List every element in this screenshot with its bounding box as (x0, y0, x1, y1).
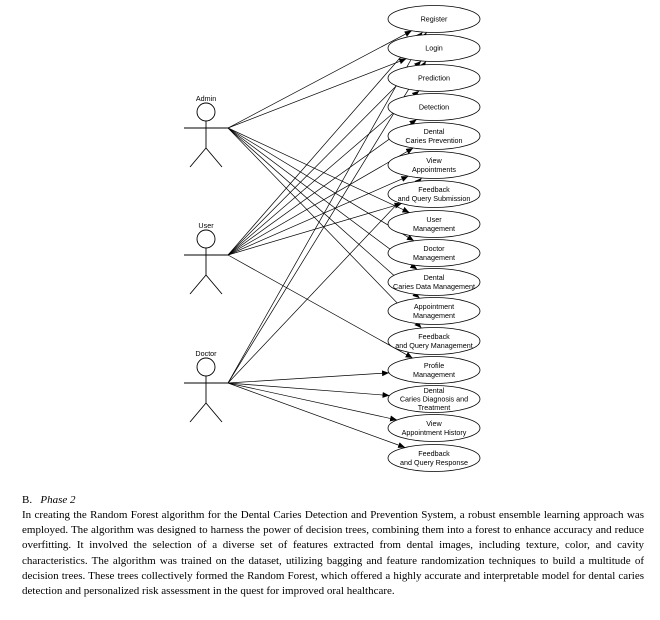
association-admin-login (227, 58, 407, 129)
association-user-register (227, 31, 423, 256)
association-admin-user-management (227, 127, 410, 213)
association-user-view-appointments (227, 175, 409, 256)
actor-user: User (184, 221, 228, 295)
association-user-detection (227, 119, 417, 256)
use-case-prediction: Prediction (387, 64, 481, 92)
association-doctor-register (227, 32, 427, 384)
use-case-label: and Query Submission (398, 194, 471, 203)
association-admin-doctor-management (227, 127, 415, 242)
use-cases: RegisterLoginPredictionDetectionDentalCa… (387, 5, 481, 472)
use-case-label: Caries Data Management (393, 282, 475, 291)
use-case-label: Caries Prevention (405, 136, 462, 145)
use-case-label: Register (421, 15, 448, 24)
use-case-label: Feedback (418, 332, 450, 341)
use-case-label: Feedback (418, 449, 450, 458)
section-title: Phase 2 (40, 494, 76, 506)
use-case-label: Management (413, 253, 455, 262)
association-doctor-feedback-and-query-response (227, 382, 406, 448)
use-case-label: Caries Diagnosis and (400, 395, 468, 404)
use-case-label: Management (413, 224, 455, 233)
use-case-label: Profile (424, 361, 444, 370)
association-user-dental-caries-prevention (227, 147, 414, 256)
actor-doctor: Doctor (184, 349, 228, 423)
use-case-label: Doctor (423, 244, 445, 253)
use-case-detection: Detection (387, 93, 481, 121)
stick-figure-icon (184, 229, 228, 295)
association-doctor-view-appointments (227, 177, 422, 384)
use-case-label: Management (413, 311, 455, 320)
association-admin-dental-caries-data-management (227, 127, 418, 270)
phase-2-section: B. Phase 2 In creating the Random Forest… (22, 493, 644, 599)
use-case-label: Login (425, 44, 443, 53)
use-case-label: Detection (419, 103, 449, 112)
use-case-label: Appointments (412, 165, 456, 174)
association-doctor-login (227, 61, 427, 384)
use-case-label: Prediction (418, 74, 450, 83)
use-case-label: User (426, 215, 442, 224)
association-admin-register (227, 30, 412, 129)
use-case-label: Management (413, 370, 455, 379)
association-user-profile-management (227, 254, 413, 359)
use-case-label: View (426, 419, 442, 428)
stick-figure-icon (184, 102, 228, 168)
section-body: In creating the Random Forest algorithm … (22, 509, 644, 598)
actor-label: Doctor (195, 349, 217, 358)
actor-label: Admin (196, 94, 216, 103)
use-case-label: Dental (424, 386, 445, 395)
use-case-label: View (426, 156, 442, 165)
use-case-label: Treatment (418, 403, 451, 412)
use-case-label: and Query Management (395, 341, 473, 350)
section-number: B. (22, 494, 33, 506)
use-case-label: Appointment (414, 302, 454, 311)
use-case-label: Dental (424, 127, 445, 136)
use-case-register: Register (387, 5, 481, 33)
association-doctor-view-appointment-history (227, 382, 398, 422)
use-case-label: Dental (424, 273, 445, 282)
section-heading: B. Phase 2 (22, 493, 644, 507)
use-case-login: Login (387, 34, 481, 62)
use-case-label: Feedback (418, 185, 450, 194)
association-doctor-dental-caries-diagnosis-and-treatment (227, 382, 390, 398)
association-doctor-profile-management (227, 370, 390, 384)
association-user-prediction (227, 90, 420, 256)
actor-admin: Admin (184, 94, 228, 168)
use-case-label: Appointment History (402, 428, 467, 437)
association-user-login (227, 60, 422, 256)
association-lines (227, 30, 427, 448)
association-admin-feedback-and-query-management (227, 127, 422, 329)
stick-figure-icon (184, 357, 228, 423)
use-case-label: and Query Response (400, 458, 468, 467)
actor-label: User (198, 221, 214, 230)
